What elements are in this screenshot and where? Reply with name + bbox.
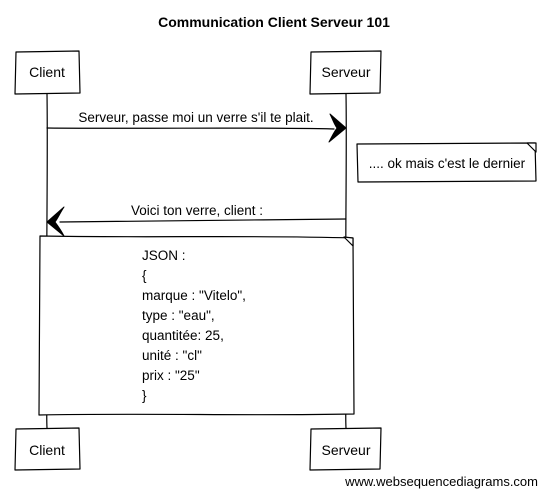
message-request: Serveur, passe moi un verre s'il te plai… <box>46 110 347 143</box>
note-json-line-6: unité : "cl" <box>142 348 202 363</box>
note-json-line-3: marque : "Vitelo", <box>142 288 246 303</box>
client-actor-top-label: Client <box>29 64 65 80</box>
note-json-line-7: prix : "25" <box>142 368 200 383</box>
note-json-line-8: } <box>142 388 147 403</box>
note-json-line-4: type : "eau", <box>142 308 215 323</box>
message-request-line <box>46 127 335 130</box>
client-actor-bottom-label: Client <box>29 442 65 458</box>
message-response-line <box>59 218 347 223</box>
server-actor-bottom: Serveur <box>309 427 382 471</box>
message-response-label: Voici ton verre, client : <box>131 203 263 218</box>
client-actor-top: Client <box>14 50 81 95</box>
message-response: Voici ton verre, client : <box>46 203 347 237</box>
server-actor-top-label: Serveur <box>321 64 370 80</box>
note-json-line-5: quantitée: 25, <box>142 328 224 343</box>
footer-watermark: www.websequencediagrams.com <box>344 474 538 489</box>
diagram-title: Communication Client Serveur 101 <box>158 14 390 30</box>
note-server: .... ok mais c'est le dernier <box>356 142 537 183</box>
note-server-text: .... ok mais c'est le dernier <box>369 156 526 171</box>
message-request-label: Serveur, passe moi un verre s'il te plai… <box>78 110 313 125</box>
note-json-line-1: JSON : <box>142 248 186 263</box>
message-request-arrowhead <box>328 113 347 143</box>
server-actor-bottom-label: Serveur <box>321 442 370 458</box>
server-actor-top: Serveur <box>309 50 382 95</box>
message-response-arrowhead <box>46 206 65 237</box>
client-actor-bottom: Client <box>14 427 81 471</box>
note-json-line-2: { <box>142 268 147 283</box>
note-json: JSON : { marque : "Vitelo", type : "eau"… <box>38 235 355 416</box>
